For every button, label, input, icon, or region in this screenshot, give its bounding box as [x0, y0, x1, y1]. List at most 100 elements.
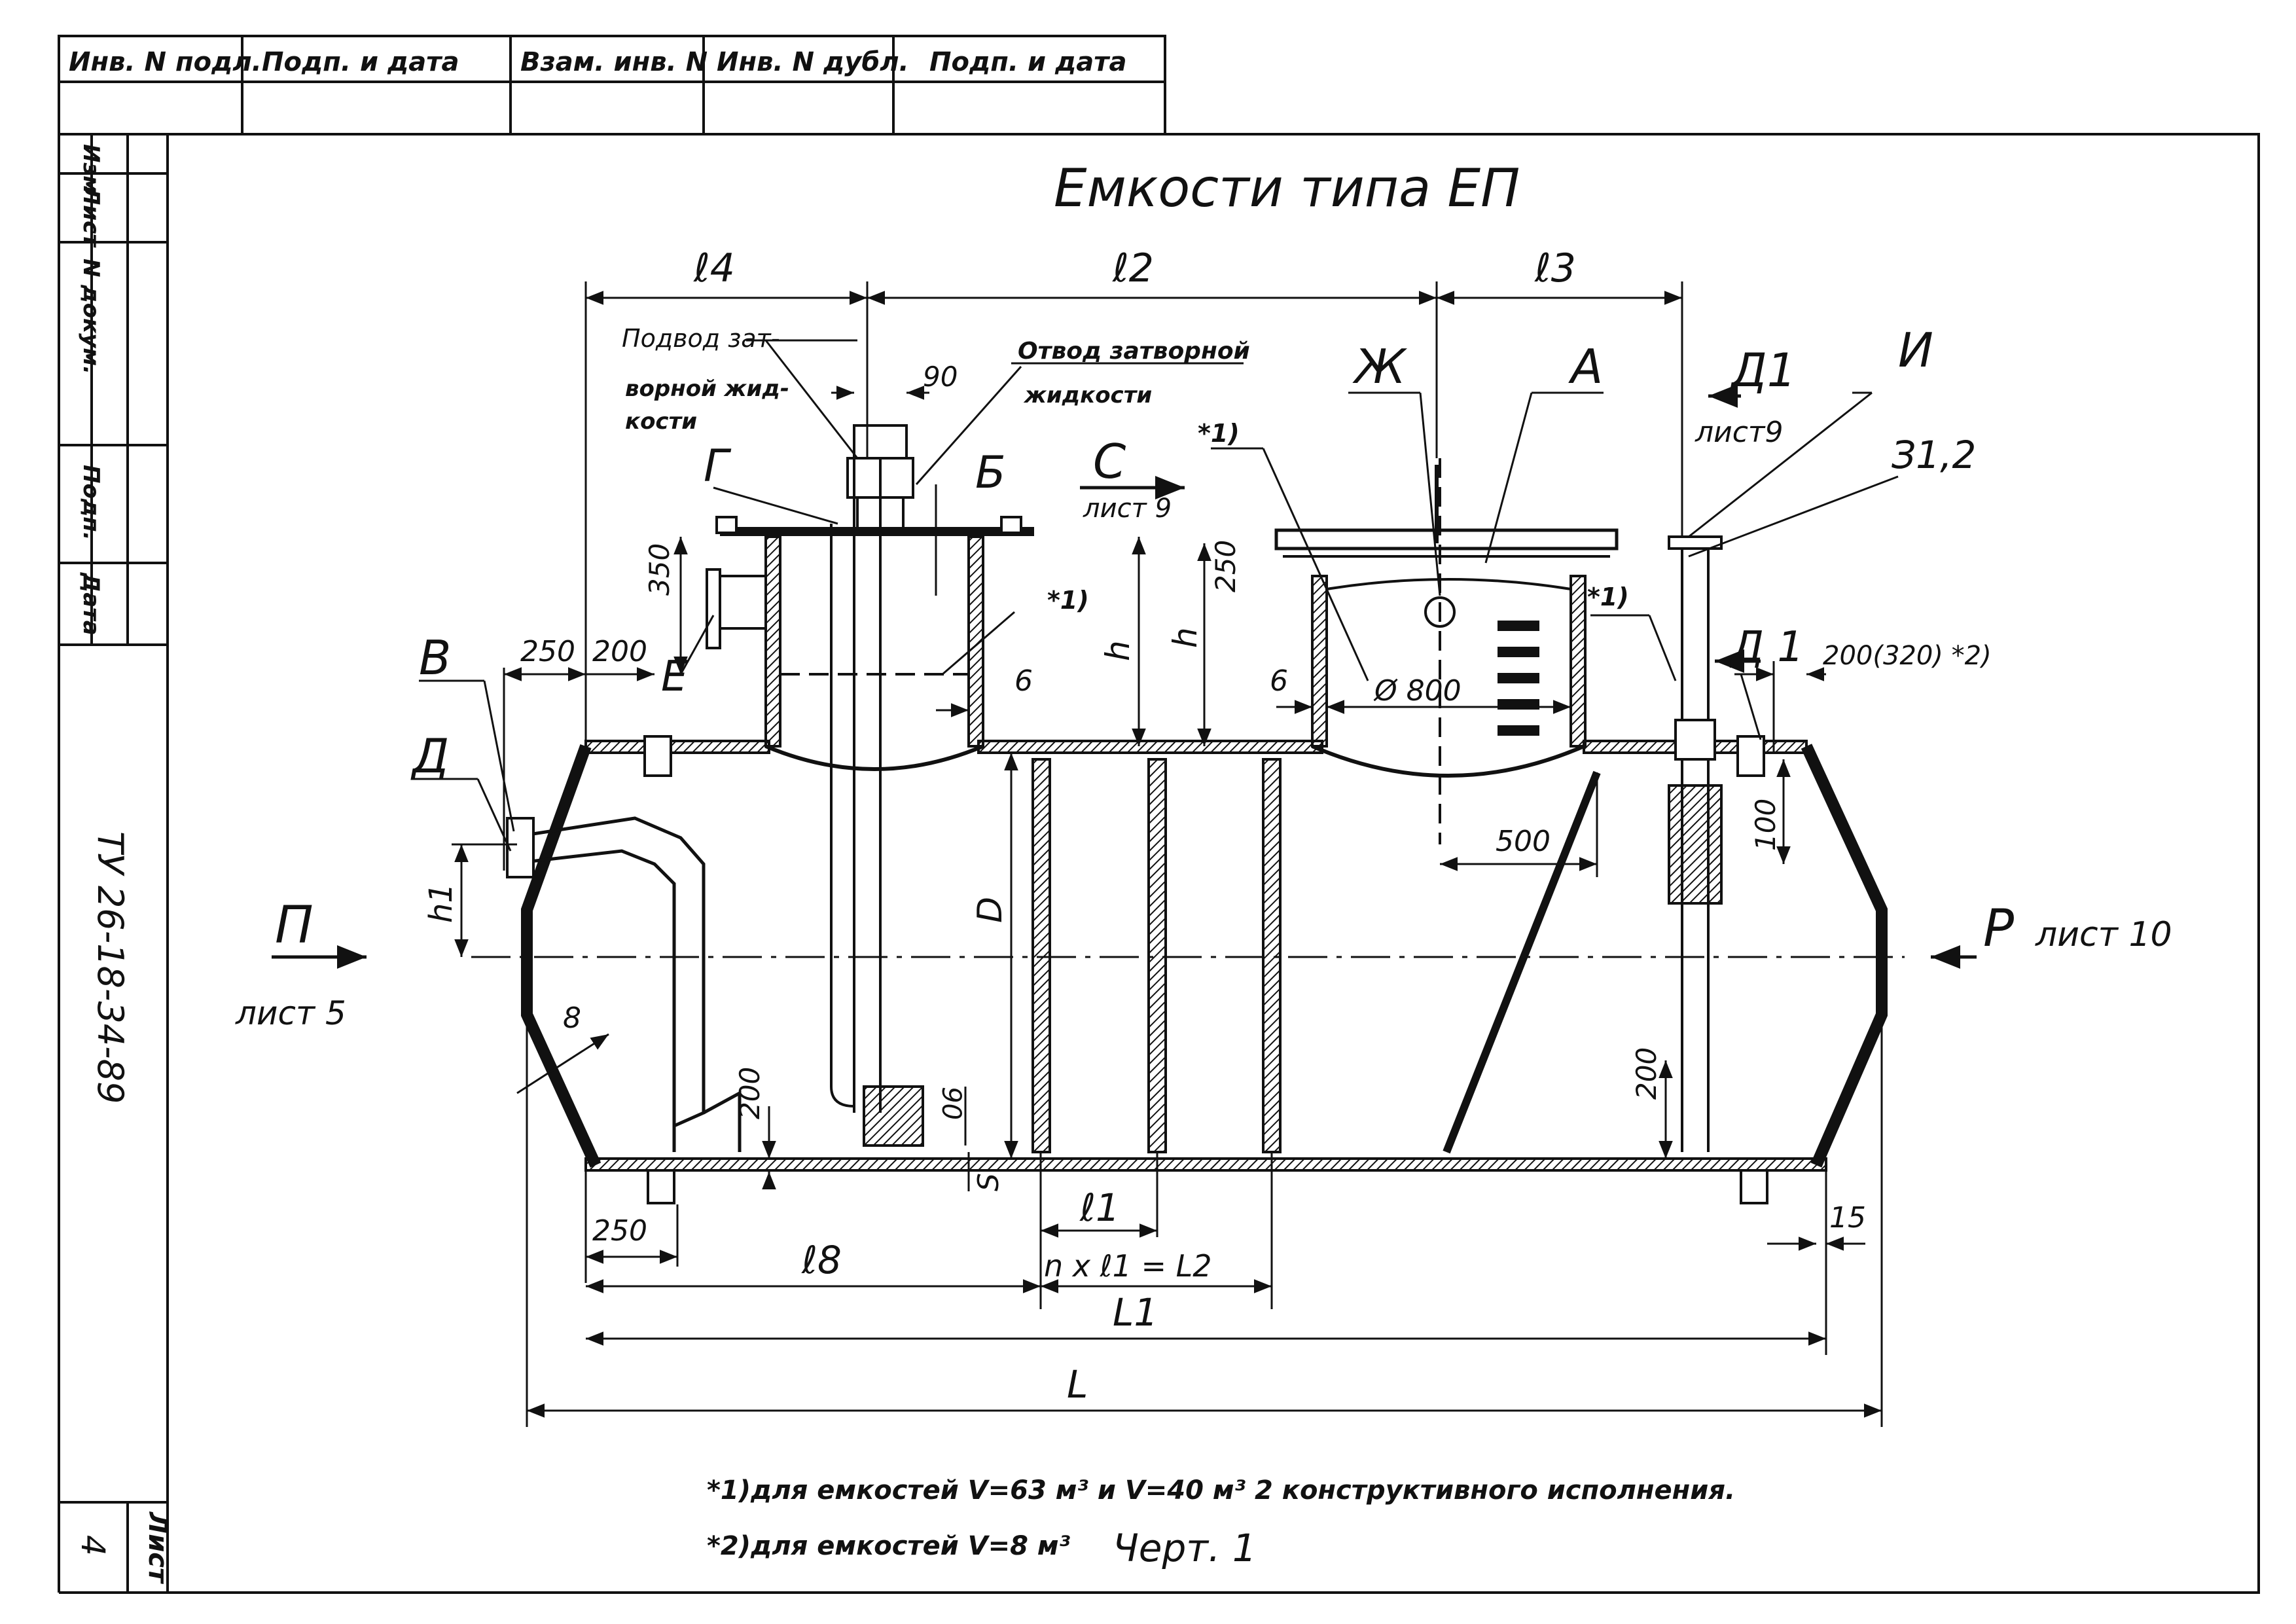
notes: *1)для емкостей V=63 м³ и V=40 м³ 2 конс… — [707, 1475, 1735, 1570]
label-I: И — [1898, 323, 1933, 378]
dim-h1: h1 — [423, 883, 459, 923]
label-B-cyr: Б — [975, 447, 1006, 499]
callout-labels: Подвод зат- ворной жид- кости Отвод затв… — [235, 323, 2172, 1032]
dim-200-left: 200 — [592, 635, 647, 668]
support-left — [647, 1169, 675, 1204]
drawing-title: Емкости типа ЕП — [1054, 158, 1520, 219]
label-D1-right: Д 1 — [1729, 623, 1804, 672]
dim-500: 500 — [1496, 825, 1551, 858]
slanted-rod — [1443, 770, 1601, 1154]
note-2: *2)для емкостей V=8 м³ — [707, 1531, 1071, 1561]
label-otvod-2: жидкости — [1023, 382, 1152, 408]
view-arrows — [272, 384, 1977, 969]
dome-right-wall-l — [1311, 575, 1328, 748]
header-vzam-inv: Взам. инв. N — [520, 47, 708, 77]
label-list9-c: лист 9 — [1083, 494, 1172, 524]
dim-6-left: 6 — [1014, 664, 1033, 698]
label-C: С — [1093, 434, 1126, 489]
header-podp-data-1: Подп. и дата — [262, 47, 459, 77]
dim-15: 15 — [1829, 1201, 1866, 1235]
shell-bottom — [584, 1157, 1827, 1172]
dim-250-left: 250 — [520, 635, 575, 668]
dim-l3: ℓ3 — [1534, 245, 1576, 291]
top-flange — [853, 424, 908, 460]
bottom-filter — [863, 1085, 924, 1147]
header-inv-dubl: Инв. N дубл. — [717, 47, 909, 77]
side-data: Дата — [78, 572, 104, 636]
label-V: В — [419, 630, 451, 685]
label-podvod-2: ворной жид- — [625, 376, 789, 402]
label-Zh: Ж — [1352, 339, 1408, 394]
dim-l4: ℓ4 — [693, 245, 735, 291]
dim-D: D — [971, 897, 1010, 923]
label-podvod-3: кости — [625, 408, 697, 435]
dim-200-lower-right: 200 — [1630, 1047, 1662, 1100]
inlet-flange — [506, 817, 535, 878]
vessel — [471, 424, 1905, 1204]
label-A: А — [1568, 339, 1603, 394]
title-block — [58, 35, 2260, 1594]
manhole-cover — [1274, 528, 1619, 550]
dome-left-wall-r — [967, 535, 984, 748]
label-star1-a: *1) — [1198, 419, 1240, 448]
label-otvod-1: Отвод затворной — [1018, 338, 1250, 365]
dim-phi800: Ø 800 — [1373, 674, 1462, 708]
dim-h-right: h — [1166, 627, 1204, 648]
label-P: П — [275, 896, 314, 955]
dim-250-right: 250 — [1210, 540, 1242, 592]
dim-90-bottom: 90 — [936, 1087, 966, 1120]
header-inv-podl: Инв. N подл. — [69, 47, 262, 77]
support-right — [1740, 1169, 1768, 1204]
side-podp: Подп. — [78, 465, 104, 541]
note-1: *1)для емкостей V=63 м³ и V=40 м³ 2 конс… — [707, 1475, 1735, 1506]
dim-8: 8 — [563, 1001, 581, 1035]
dim-l8: ℓ8 — [801, 1238, 842, 1282]
baffle-3 — [1262, 758, 1282, 1153]
dim-S: S — [972, 1173, 1005, 1191]
dome-left-wall-l — [764, 535, 781, 748]
dim-h-left: h — [1099, 640, 1137, 661]
label-E: Е — [661, 653, 688, 701]
label-podvod-1: Подвод зат- — [622, 324, 780, 353]
label-D1-top: Д1 — [1729, 344, 1796, 397]
label-list5: лист 5 — [235, 994, 346, 1032]
title-block-text: Инв. N подл. Подп. и дата Взам. инв. N И… — [69, 47, 1126, 1585]
nozzle-zz — [1668, 784, 1723, 905]
label-list9-d: лист9 — [1695, 416, 1784, 449]
dim-100: 100 — [1749, 799, 1782, 851]
label-star1-b: *1) — [1047, 586, 1089, 615]
label-Z12: З1,2 — [1892, 433, 1976, 477]
side-izm: Изм — [78, 144, 104, 194]
figure-caption: Черт. 1 — [1113, 1526, 1257, 1570]
dome-right-wall-r — [1570, 575, 1587, 748]
label-list10: лист 10 — [2035, 915, 2172, 954]
dim-250-bottom: 250 — [592, 1214, 647, 1248]
dimension-lines — [452, 281, 1883, 1427]
dim-l2: ℓ2 — [1112, 245, 1154, 291]
leader-lines — [412, 339, 1899, 852]
dim-L1: L1 — [1113, 1290, 1158, 1335]
doc-code: ТУ 26-18-34-89 — [90, 831, 131, 1104]
dim-200-320: 200(320) *2) — [1823, 641, 1992, 671]
dim-L: L — [1067, 1362, 1088, 1407]
dim-90-top: 90 — [923, 361, 958, 393]
dim-350: 350 — [643, 543, 675, 596]
dim-200-lower-left: 200 — [734, 1067, 766, 1119]
dim-nxl1: n x ℓ1 = L2 — [1044, 1248, 1212, 1284]
side-list: Лист — [78, 186, 104, 248]
shell-top-mid — [977, 740, 1323, 754]
baffle-1 — [1031, 758, 1051, 1153]
label-star1-c: *1) — [1587, 583, 1629, 611]
label-R: Р — [1983, 899, 2014, 958]
dim-l1: ℓ1 — [1079, 1185, 1120, 1230]
dimension-text: ℓ4 ℓ2 ℓ3 90 350 250 200 250 h h 6 6 Ø 80… — [423, 245, 1992, 1407]
shell-top-left — [584, 740, 770, 754]
sheet-label: Лист — [143, 1511, 173, 1585]
label-D-left: Д — [410, 729, 449, 784]
dim-6-right: 6 — [1270, 664, 1288, 698]
baffle-2 — [1147, 758, 1167, 1153]
side-n-dokum: N докум. — [78, 259, 104, 374]
sheet-number: 4 — [74, 1535, 112, 1556]
label-G: Г — [704, 441, 732, 492]
